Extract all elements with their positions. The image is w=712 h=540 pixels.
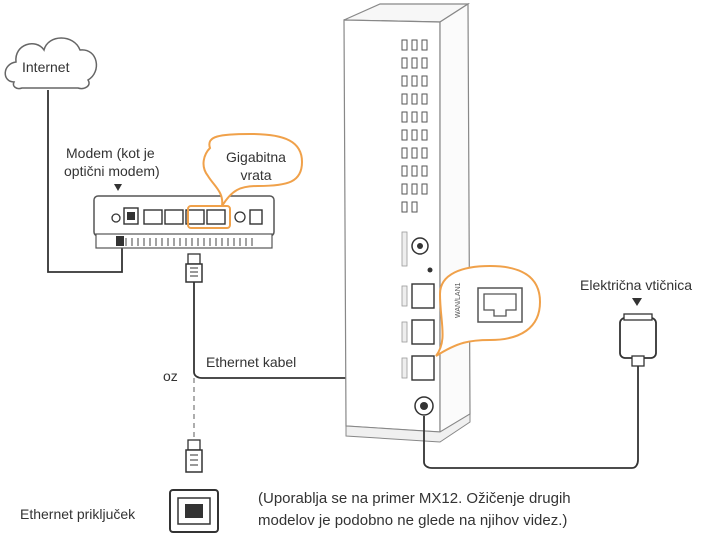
modem-device [93, 195, 275, 249]
jack-cable-plug [185, 439, 203, 473]
note-line1: (Uporablja se na primer MX12. Ožičenje d… [258, 490, 571, 507]
modem-label-line1: Modem (kot je [66, 145, 155, 161]
internet-cloud-icon [4, 37, 98, 90]
power-outlet-arrow-icon [632, 298, 642, 306]
ethernet-jack-label: Ethernet priključek [20, 506, 136, 522]
note-line2: modelov je podobno ne glede na njihov vi… [258, 512, 568, 529]
wan-port-enlarged-icon [477, 287, 523, 323]
gigabit-port-highlight [187, 205, 231, 229]
internet-line [47, 90, 123, 273]
power-adapter-icon [619, 313, 657, 367]
ethernet-wall-jack-icon [169, 489, 219, 533]
ethernet-cable-line [193, 282, 372, 379]
power-outlet-label: Električna vtičnica [580, 277, 693, 293]
power-cable-line [423, 360, 639, 469]
gigabit-label-line1: Gigabitna [226, 149, 286, 165]
wan-lan-port-label: WAN/LAN1 [455, 282, 462, 318]
ethernet-cable-label: Ethernet kabel [206, 354, 297, 370]
internet-label: Internet [22, 59, 70, 75]
gigabit-label-line2: vrata [240, 167, 272, 183]
modem-label-line2: optični modem) [64, 163, 160, 179]
modem-arrow-icon [114, 184, 122, 191]
or-label: oz [163, 368, 178, 384]
gigabit-callout-bubble [202, 132, 304, 207]
modem-cable-plug [185, 253, 203, 283]
router-device [343, 2, 471, 443]
